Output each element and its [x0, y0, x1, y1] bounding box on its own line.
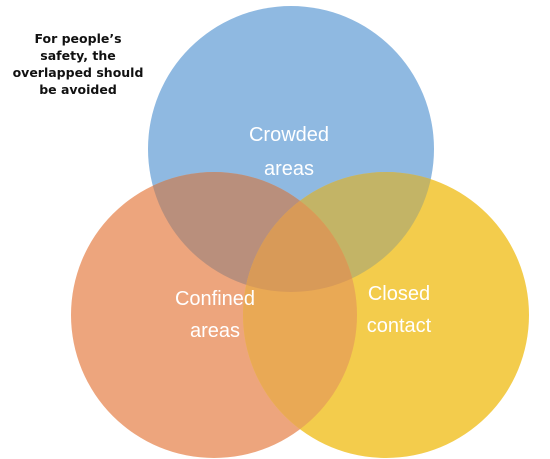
closed-label-line1: Closed — [368, 283, 430, 305]
crowded-label-line1: Crowded — [249, 124, 329, 146]
overlap-all-three — [243, 172, 357, 292]
confined-label-line1: Confined — [175, 288, 255, 310]
confined-label-line2: areas — [190, 320, 240, 342]
safety-note: For people’s safety, the overlapped shou… — [12, 31, 144, 97]
closed-label-line2: contact — [367, 315, 432, 337]
crowded-label-line2: areas — [264, 158, 314, 180]
